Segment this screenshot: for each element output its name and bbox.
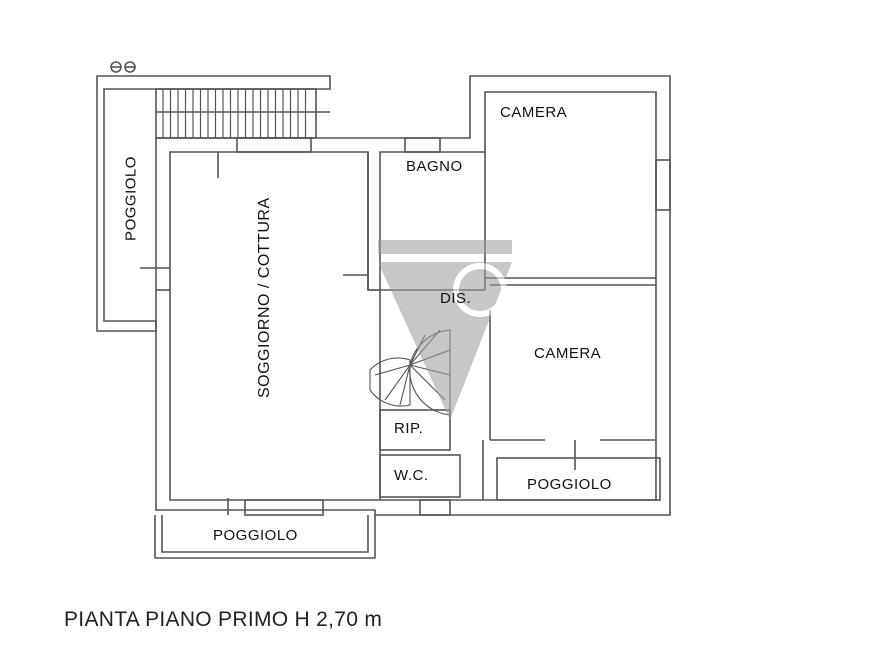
window <box>655 159 671 211</box>
outer-wall <box>155 75 671 516</box>
chimney-icon <box>110 61 136 73</box>
room-label-dis: DIS. <box>440 290 472 307</box>
plan-caption: PIANTA PIANO PRIMO H 2,70 m <box>64 608 383 631</box>
window <box>244 499 324 516</box>
balcony-bottom <box>154 515 376 559</box>
window <box>236 137 312 153</box>
room-label-bagno: BAGNO <box>406 158 463 175</box>
balcony-right <box>496 457 661 501</box>
room-label-poggiolo-bottom: POGGIOLO <box>213 527 298 544</box>
balcony-left-wall <box>96 75 331 332</box>
room-label-soggiorno: SOGGIORNO / COTTURA <box>256 197 273 398</box>
watermark-logo <box>378 240 512 420</box>
room-label-poggiolo-right: POGGIOLO <box>527 476 612 493</box>
window <box>404 137 441 153</box>
room-label-camera-top: CAMERA <box>500 104 568 121</box>
window <box>419 499 451 516</box>
room-label-poggiolo-left: POGGIOLO <box>122 156 140 241</box>
room-label-rip: RIP. <box>394 420 424 437</box>
room-label-camera-bottom: CAMERA <box>534 345 602 362</box>
external-stairs <box>155 88 330 139</box>
room-label-wc: W.C. <box>394 467 429 484</box>
